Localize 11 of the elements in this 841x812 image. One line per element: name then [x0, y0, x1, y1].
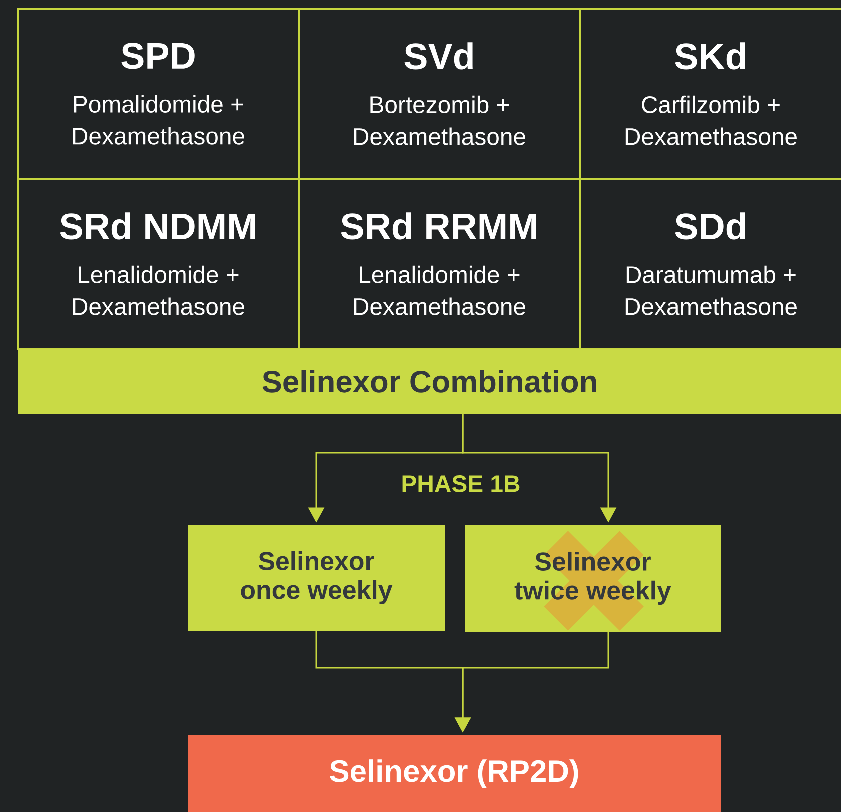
- dose-box: Selinexor twice weekly: [465, 525, 721, 632]
- result-box: Selinexor (RP2D): [188, 735, 721, 812]
- regimen-cell: SVd Bortezomib + Dexamethasone: [298, 8, 581, 180]
- regimen-cell: SPD Pomalidomide + Dexamethasone: [17, 8, 300, 180]
- regimen-cell: SKd Carfilzomib + Dexamethasone: [579, 8, 841, 180]
- dose-box: Selinexor once weekly: [188, 525, 445, 631]
- regimen-cell: SRd RRMM Lenalidomide + Dexamethasone: [298, 178, 581, 350]
- regimen-cell: SRd NDMM Lenalidomide + Dexamethasone: [17, 178, 300, 350]
- combination-band: Selinexor Combination: [18, 349, 841, 414]
- phase-label: PHASE 1B: [402, 476, 520, 492]
- regimen-cell: SDd Daratumumab + Dexamethasone: [579, 178, 841, 350]
